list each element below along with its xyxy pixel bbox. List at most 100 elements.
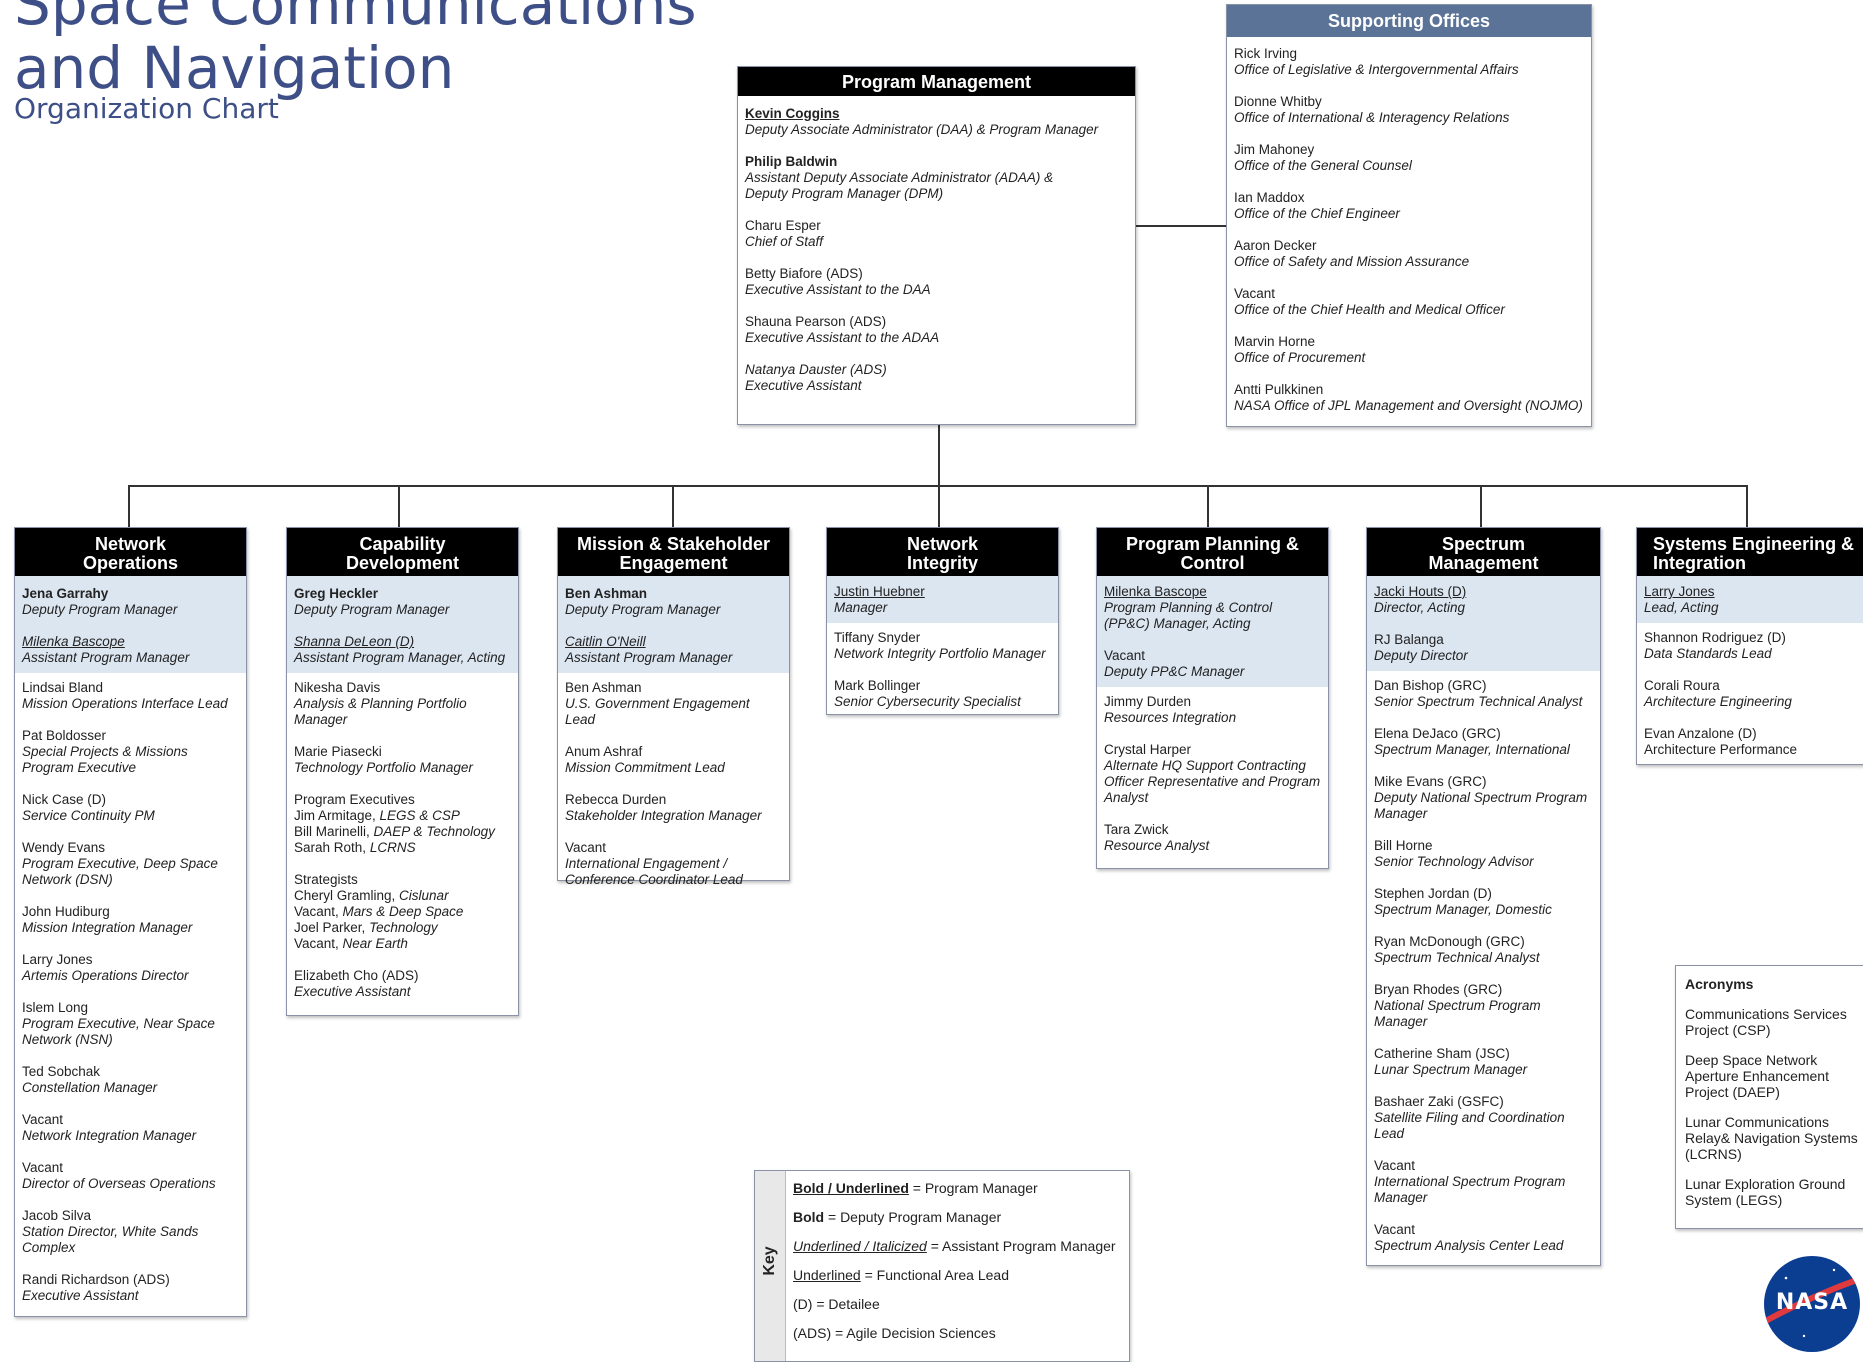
person-role: Resources Integration: [1104, 710, 1237, 725]
apm-role: Assistant Program Manager: [565, 650, 733, 665]
apm-role: Assistant Program Manager: [22, 650, 190, 665]
dpm-name: Ben Ashman: [565, 586, 648, 601]
person-name: Jacob Silva: [22, 1208, 92, 1223]
person-role: Deputy National Spectrum Program Manager: [1374, 790, 1588, 821]
person-role: Office of Legislative & Intergovernmenta…: [1234, 62, 1519, 77]
person-name: Aaron Decker: [1234, 238, 1317, 253]
division-title: Mission & Stakeholder Engagement: [558, 528, 789, 576]
list-item: Shannon Rodriguez (D)Data Standards Lead: [1644, 630, 1863, 662]
list-item: Cheryl Gramling, Cislunar: [294, 888, 511, 904]
list-item: Ryan McDonough (GRC)Spectrum Technical A…: [1374, 934, 1593, 966]
focus-area: Technology: [369, 920, 438, 935]
person-name: Vacant: [22, 1112, 64, 1127]
connector-drop-systems-engineering: [1746, 485, 1748, 528]
person-name: Marvin Horne: [1234, 334, 1316, 349]
list-item: Shauna Pearson (ADS) Executive Assistant…: [745, 314, 1128, 346]
lead-name: Justin Huebner: [834, 584, 925, 599]
person-role: Office of Safety and Mission Assurance: [1234, 254, 1470, 269]
person-name: Evan Anzalone (D): [1644, 726, 1757, 741]
person-name: Tara Zwick: [1104, 822, 1169, 837]
focus-area: DAEP & Technology: [373, 824, 495, 839]
person-role: Service Continuity PM: [22, 808, 155, 823]
key-legend: Key Bold / Underlined = Program Manager …: [754, 1170, 1130, 1362]
acronym-item: Communications Services Project (CSP): [1685, 1006, 1847, 1038]
person-role: Resource Analyst: [1104, 838, 1210, 853]
person-role: Architecture Engineering: [1644, 694, 1792, 709]
list-item: Betty Biafore (ADS) Executive Assistant …: [745, 266, 1128, 298]
person-name: Cheryl Gramling,: [294, 888, 396, 903]
lead-role: Lead, Acting: [1644, 600, 1719, 615]
person-name: Rebecca Durden: [565, 792, 667, 807]
person-name: Lindsai Bland: [22, 680, 104, 695]
list-item: Joel Parker, Technology: [294, 920, 511, 936]
strategists-group: Strategists Cheryl Gramling, Cislunar Va…: [294, 872, 511, 952]
dpm-role: Deputy Program Manager: [294, 602, 450, 617]
program-executives-label: Program Executives: [294, 792, 415, 807]
person-name: Bill Marinelli,: [294, 824, 370, 839]
key-item: Underlined / Italicized = Assistant Prog…: [793, 1237, 1116, 1266]
dpm-name: Jena Garrahy: [22, 586, 109, 601]
person-name: Nikesha Davis: [294, 680, 381, 695]
connector-pm-down: [938, 424, 940, 486]
person-name: Mike Evans (GRC): [1374, 774, 1487, 789]
person-name: Dionne Whitby: [1234, 94, 1322, 109]
person-role: Executive Assistant to the DAA: [745, 282, 931, 297]
person-name: RJ Balanga: [1374, 632, 1444, 647]
connector-drop-mission-stakeholder: [672, 485, 674, 528]
list-item: Mike Evans (GRC)Deputy National Spectrum…: [1374, 774, 1593, 822]
person-role: U.S. Government Engagement Lead: [565, 696, 750, 727]
division-leads: Jacki Houts (D)Director, Acting RJ Balan…: [1367, 576, 1600, 671]
person-name: Natanya Dauster (ADS): [745, 362, 887, 377]
list-item: Sarah Roth, LCRNS: [294, 840, 511, 856]
list-item: Bashaer Zaki (GSFC)Satellite Filing and …: [1374, 1094, 1593, 1142]
person-name: Bryan Rhodes (GRC): [1374, 982, 1503, 997]
list-item: Jim Armitage, LEGS & CSP: [294, 808, 511, 824]
person-name: Anum Ashraf: [565, 744, 643, 759]
focus-area: LCRNS: [369, 840, 416, 855]
acronyms-title: Acronyms: [1685, 976, 1754, 992]
lead-name: Larry Jones: [1644, 584, 1715, 599]
key-tab: Key: [755, 1171, 786, 1361]
connector-drop-program-planning: [1207, 485, 1209, 528]
person-role: Executive Assistant: [745, 378, 862, 393]
program-management-box: Program Management Kevin Coggins Deputy …: [737, 66, 1136, 425]
dpm-name: Greg Heckler: [294, 586, 379, 601]
person-role: Analysis & Planning Portfolio Manager: [294, 696, 467, 727]
list-item: Charu Esper Chief of Staff: [745, 218, 1128, 250]
nasa-logo: NASA: [1764, 1256, 1860, 1352]
dpm-role: Deputy Program Manager: [22, 602, 178, 617]
person-role: Senior Spectrum Technical Analyst: [1374, 694, 1583, 709]
connector-drop-spectrum: [1480, 485, 1482, 528]
acronym-item: Lunar Communications Relay& Navigation S…: [1685, 1114, 1858, 1162]
lead-name: Milenka Bascope: [1104, 584, 1207, 599]
title-line-1: Space Communications: [14, 0, 697, 38]
key-desc: = Detailee: [816, 1296, 880, 1312]
person-role: Spectrum Technical Analyst: [1374, 950, 1540, 965]
apm-name: Shanna DeLeon (D): [294, 634, 415, 649]
key-item: Underlined = Functional Area Lead: [793, 1266, 1116, 1295]
person-role: Lunar Spectrum Manager: [1374, 1062, 1528, 1077]
nasa-logo-swoosh-icon: [1764, 1268, 1860, 1338]
person-name: Rick Irving: [1234, 46, 1298, 61]
person-role: Network Integration Manager: [22, 1128, 197, 1143]
person-name: Sarah Roth,: [294, 840, 367, 855]
person-role: Architecture Performance: [1644, 742, 1798, 757]
